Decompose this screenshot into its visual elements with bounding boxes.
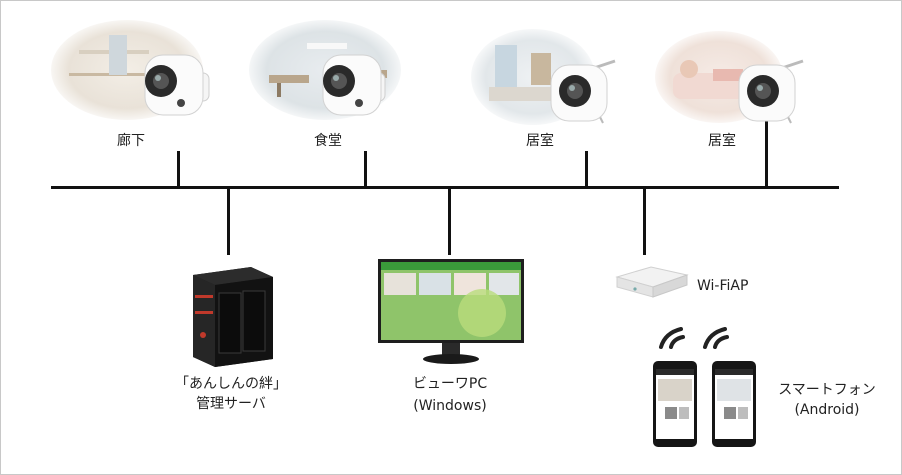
camera-label-hallway: 廊下 — [117, 133, 145, 149]
smartphone-label-line2: (Android) — [794, 402, 860, 418]
camera-link-line — [765, 121, 768, 187]
smartphone-label-line1: スマートフォン — [778, 382, 876, 398]
pc-label-line1: ビューワPC — [412, 376, 488, 392]
ap-label: Wi-FiAP — [697, 278, 749, 294]
monitor-icon — [378, 259, 526, 369]
ap-link-line — [643, 187, 646, 255]
camera-label-room-1: 居室 — [526, 133, 554, 149]
camera-hallway — [49, 15, 231, 125]
server-link-line — [227, 187, 230, 255]
wifi-signal-icon — [697, 321, 737, 351]
smartphone-icon — [653, 361, 697, 447]
network-backbone-line — [51, 186, 839, 189]
server-label-line1: 「あんしんの絆」 — [175, 376, 287, 392]
camera-link-line — [585, 151, 588, 187]
camera-room-2 — [653, 25, 823, 135]
smartphone-icon — [712, 361, 756, 447]
pc-link-line — [448, 187, 451, 255]
server-label-line2: 管理サーバ — [196, 396, 266, 412]
nas-server-icon — [181, 255, 281, 367]
access-point-icon — [611, 263, 691, 303]
camera-room-1 — [471, 25, 631, 135]
wifi-signal-icon — [653, 321, 693, 351]
camera-label-room-2: 居室 — [708, 133, 736, 149]
camera-dining — [247, 15, 407, 125]
pc-label-line2: (Windows) — [413, 398, 487, 414]
camera-link-line — [177, 151, 180, 187]
camera-link-line — [364, 151, 367, 187]
camera-label-dining: 食堂 — [314, 133, 342, 149]
